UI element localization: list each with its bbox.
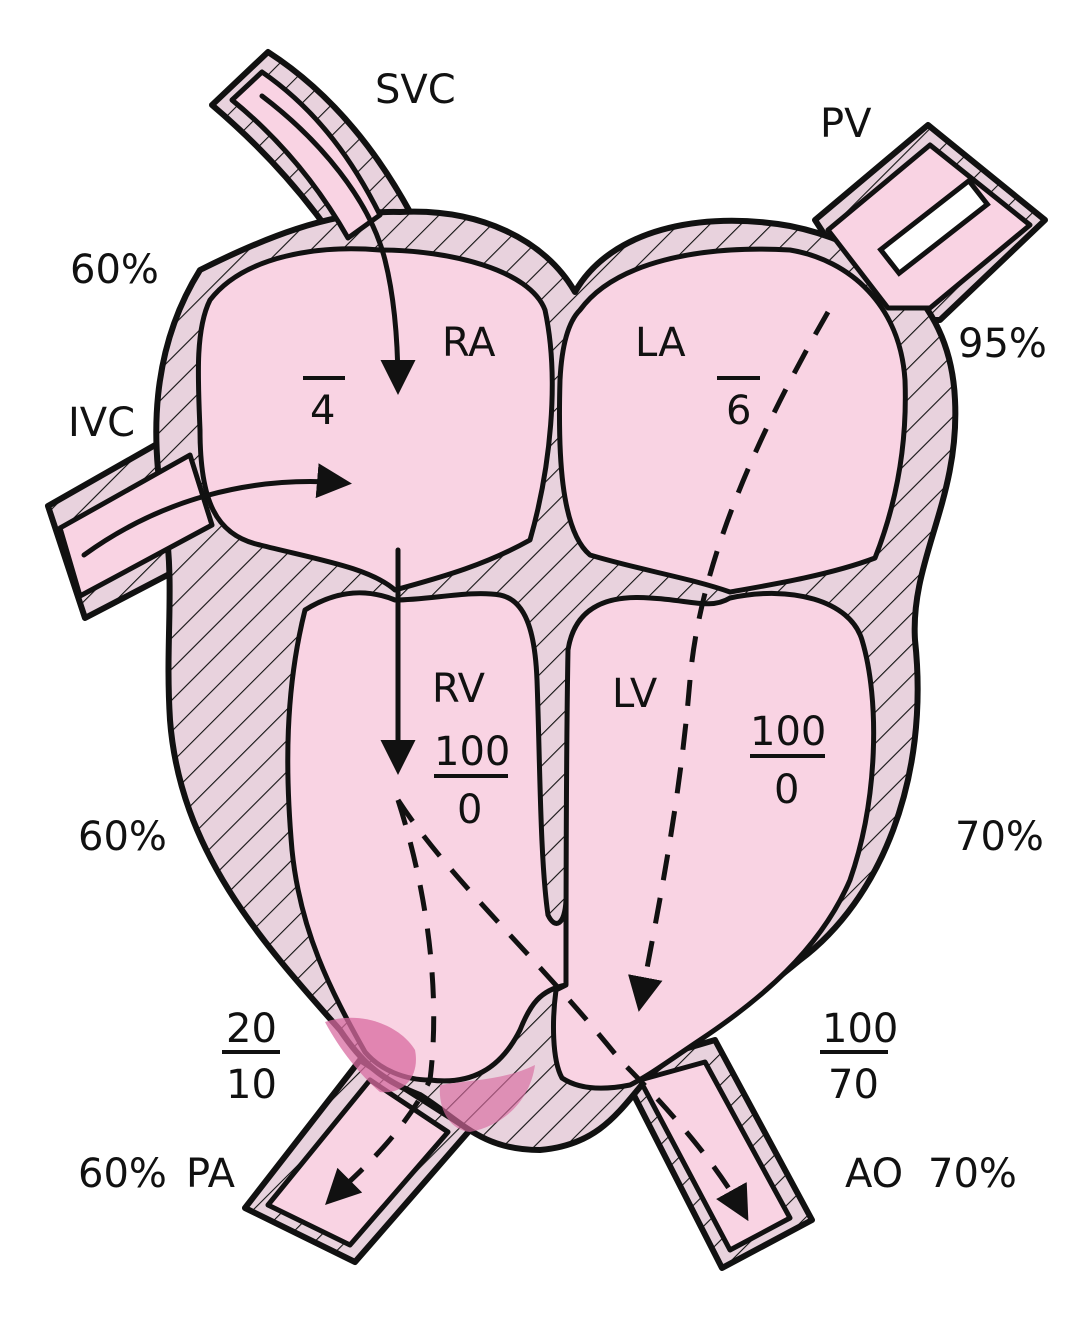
- labels: SVC PV IVC PA AO 60% 95% 60% 70% 60% 70%…: [68, 67, 1047, 1197]
- svc-flow-arrow: [259, 93, 416, 395]
- pv-septum: [877, 177, 991, 277]
- ao-saturation: 70%: [928, 1151, 1017, 1197]
- ao-diastolic: 70: [828, 1062, 879, 1108]
- rv-label: RV: [432, 666, 486, 712]
- blood-spaces: [57, 69, 1033, 1253]
- rv-to-pa-dashed-arrow: [325, 799, 437, 1205]
- rv-systolic: 100: [434, 729, 510, 775]
- rv-diastolic: 0: [457, 787, 482, 833]
- pulmonic-stenosis: [325, 1017, 535, 1132]
- pa-diastolic: 10: [226, 1062, 277, 1108]
- pv-saturation: 95%: [958, 321, 1047, 367]
- lv-saturation: 70%: [955, 814, 1044, 860]
- ra-label: RA: [442, 320, 496, 366]
- ao-systolic: 100: [822, 1006, 898, 1052]
- right-atrium: [195, 246, 555, 593]
- ivc-label: IVC: [68, 400, 135, 446]
- svc-saturation: 60%: [70, 247, 159, 293]
- stenosis-highlight-left: [325, 1017, 416, 1093]
- ao-label: AO: [845, 1151, 903, 1197]
- lv-systolic: 100: [750, 709, 826, 755]
- la-pressure: 6: [726, 388, 751, 434]
- rv-to-ao-dashed-arrow: [395, 798, 749, 1222]
- ra-pressure: 4: [310, 388, 335, 434]
- la-label: LA: [635, 320, 686, 366]
- stenosis-highlight-right: [439, 1065, 535, 1132]
- ivc-flow-arrow: [81, 463, 352, 558]
- flow-arrows: [81, 93, 831, 1222]
- svc-label: SVC: [375, 67, 456, 113]
- pa-label: PA: [186, 1151, 236, 1197]
- pv-to-lv-dashed-arrow: [628, 310, 831, 1012]
- left-atrium: [556, 246, 908, 595]
- pa-systolic: 20: [226, 1006, 277, 1052]
- pa-saturation: 60%: [78, 1151, 167, 1197]
- ivc-saturation: 60%: [78, 814, 167, 860]
- lv-label: LV: [612, 671, 658, 717]
- lv-diastolic: 0: [774, 767, 799, 813]
- ao-lumen: [637, 1059, 793, 1253]
- pv-label: PV: [820, 101, 872, 147]
- svc-lumen: [229, 69, 383, 241]
- left-ventricle: [551, 590, 877, 1091]
